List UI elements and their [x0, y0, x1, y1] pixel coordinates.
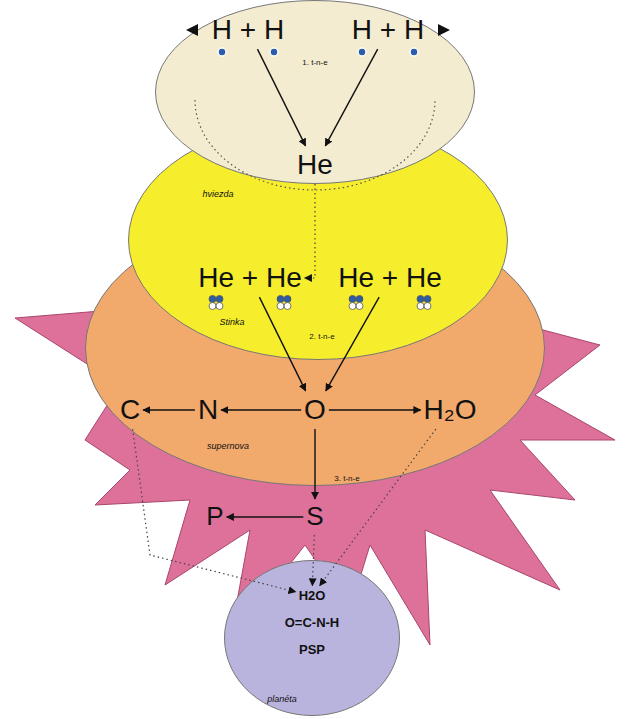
node-text: C — [120, 394, 140, 426]
reaction-arrow — [312, 535, 314, 586]
node-text: H + H — [352, 14, 424, 46]
node-text: He + He — [198, 262, 302, 294]
node-text: H + H — [212, 14, 284, 46]
dotted-orbit — [195, 100, 435, 190]
element-symbol: H + H — [212, 14, 284, 46]
node-text: Stinka — [219, 317, 244, 327]
reaction-arrow — [325, 49, 377, 146]
reaction-arrow — [305, 184, 315, 278]
element-symbol: He + He — [338, 262, 442, 294]
helium-nuclei — [209, 296, 431, 310]
reaction-arrow — [143, 409, 195, 410]
reaction-arrow — [259, 297, 305, 391]
node-text: O=C-N-H — [285, 616, 340, 631]
element-symbol: N — [198, 394, 218, 426]
stage-label: 3. t-n-e — [334, 474, 359, 483]
element-symbol: H₂O — [424, 394, 477, 426]
node-text: H₂O — [424, 394, 477, 426]
element-symbol: O — [304, 394, 326, 426]
element-symbol: S — [306, 502, 323, 532]
node-text: PSP — [299, 643, 325, 658]
reaction-arrow — [329, 409, 421, 410]
layer-label: supernova — [207, 441, 249, 451]
element-symbol: C — [120, 394, 140, 426]
reaction-arrow — [314, 429, 315, 499]
element-symbol: H + H — [352, 14, 424, 46]
reaction-arrow — [320, 429, 436, 585]
node-text: P — [206, 502, 223, 532]
node-text: O — [304, 394, 326, 426]
circle-fill — [129, 121, 508, 360]
star-core-circle: hviezdaH + HH + HHe — [155, 0, 475, 184]
node-text: He + He — [338, 262, 442, 294]
node-text: supernova — [207, 441, 249, 451]
circle-outline — [224, 560, 400, 716]
planet-circle: planéta H2O O=C-N-H PSP — [224, 560, 400, 716]
element-symbol: O=C-N-H — [285, 616, 340, 631]
layer-label: Stinka — [219, 317, 244, 327]
reaction-arrow — [257, 49, 305, 146]
stage-label: 1. t-n-e — [302, 58, 327, 67]
element-symbol: H2O — [299, 589, 326, 604]
reaction-arrow — [133, 429, 296, 592]
node-text: hviezda — [202, 189, 233, 199]
node-text: S — [306, 502, 323, 532]
node-text: H2O — [299, 589, 326, 604]
node-text: He — [297, 149, 333, 181]
element-symbol: PSP — [299, 643, 325, 658]
layer-label: planéta — [267, 694, 297, 704]
element-symbol: He + He — [198, 262, 302, 294]
node-text: planéta — [267, 694, 297, 704]
element-symbol: He — [297, 149, 333, 181]
circle-fill — [225, 561, 400, 716]
proton-dots — [218, 48, 418, 56]
reaction-arrow — [221, 409, 301, 410]
reaction-arrow — [326, 297, 379, 391]
element-symbol: P — [206, 502, 223, 532]
stage-label: 2. t-n-e — [309, 332, 334, 341]
circle-fill — [156, 1, 475, 184]
outward-arrows — [186, 24, 450, 36]
node-text: N — [198, 394, 218, 426]
layer-label: hviezda — [202, 189, 233, 199]
reaction-arrow — [227, 516, 304, 517]
